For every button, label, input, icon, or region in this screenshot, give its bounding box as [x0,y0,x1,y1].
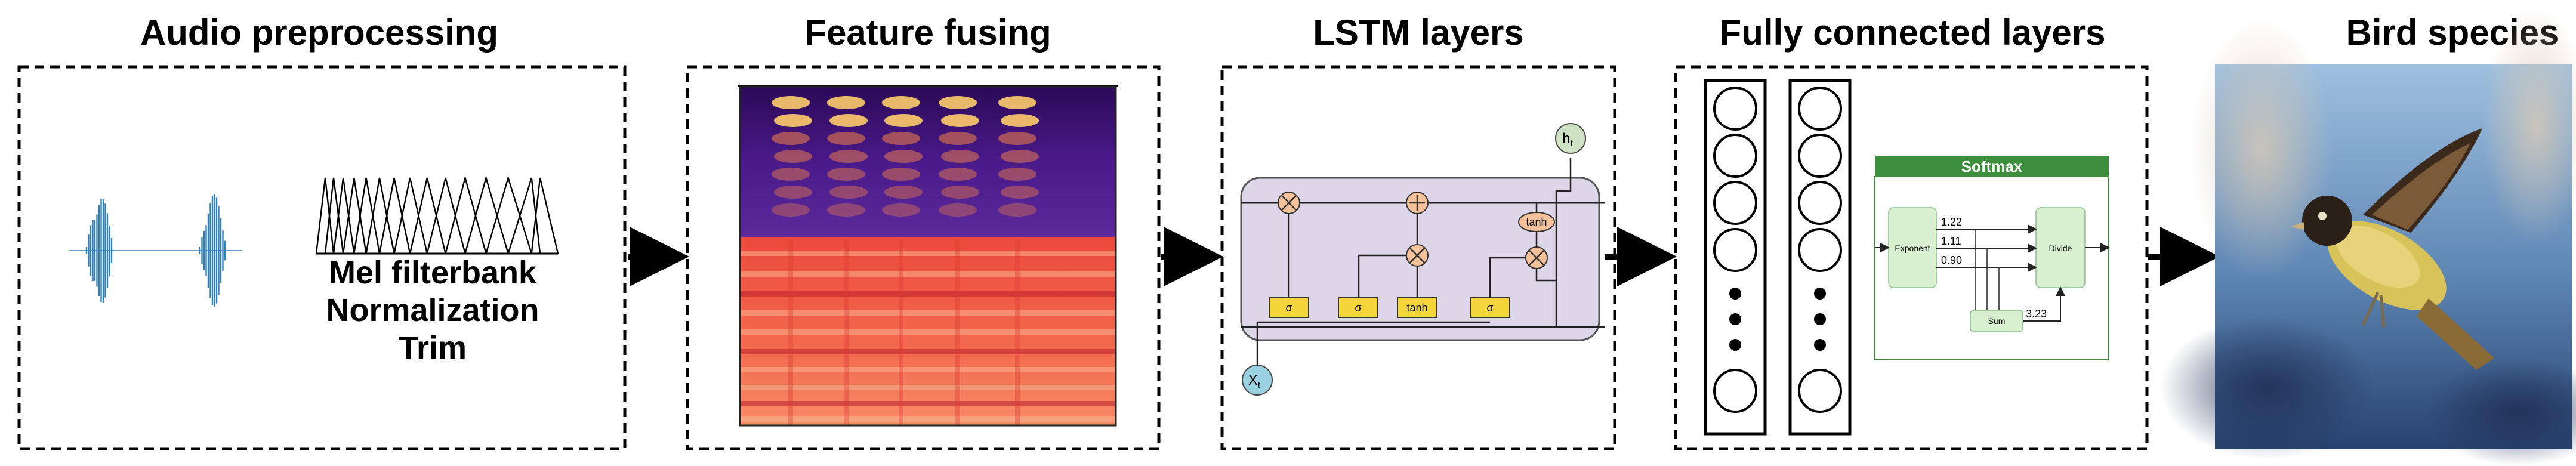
softmax-value-3: 0.90 [1941,254,1962,266]
spectrogram-image [738,85,1118,427]
bird-photo [2160,6,2576,465]
fc-neuron-columns [1704,79,1852,436]
label-trim: Trim [399,330,467,366]
waveform-icon [69,194,242,307]
label-mel-filterbank: Mel filterbank [329,255,537,291]
label-cell-tanh: tanh [1526,216,1547,228]
softmax-value-1: 1.22 [1941,216,1962,228]
gate-label-forget: σ [1285,302,1292,314]
output-node-label: ht [1562,131,1573,149]
feature-panel-border [686,65,1161,450]
title-audio-preprocessing: Audio preprocessing [140,13,498,53]
title-fully-connected-layers: Fully connected layers [1720,13,2106,53]
title-lstm-layers: LSTM layers [1313,13,1523,53]
lstm-cell: tanh σ σ tanh σ ht Xt [1240,123,1605,396]
input-node-label: Xt [1248,372,1261,390]
label-normalization: Normalization [326,292,539,328]
softmax-exponent: Exponent [1895,243,1930,253]
gate-label-input: σ [1355,302,1361,314]
softmax-title: Softmax [1961,158,2023,175]
gate-label-candidate: tanh [1406,302,1427,314]
softmax-divide: Divide [2049,243,2072,253]
gate-label-output: σ [1486,302,1493,314]
softmax-sum: Sum [1988,316,2006,326]
softmax-value-2: 1.11 [1941,235,1961,247]
fc-panel-border [1674,65,2149,450]
softmax-sum-value: 3.23 [2026,308,2047,320]
audio-panel-border [17,65,627,450]
softmax-box: Softmax Exponent Divide Sum 1.22 1.11 0.… [1874,156,2110,360]
title-feature-fusing: Feature fusing [804,13,1051,53]
mel-filterbank-icon [315,175,559,255]
